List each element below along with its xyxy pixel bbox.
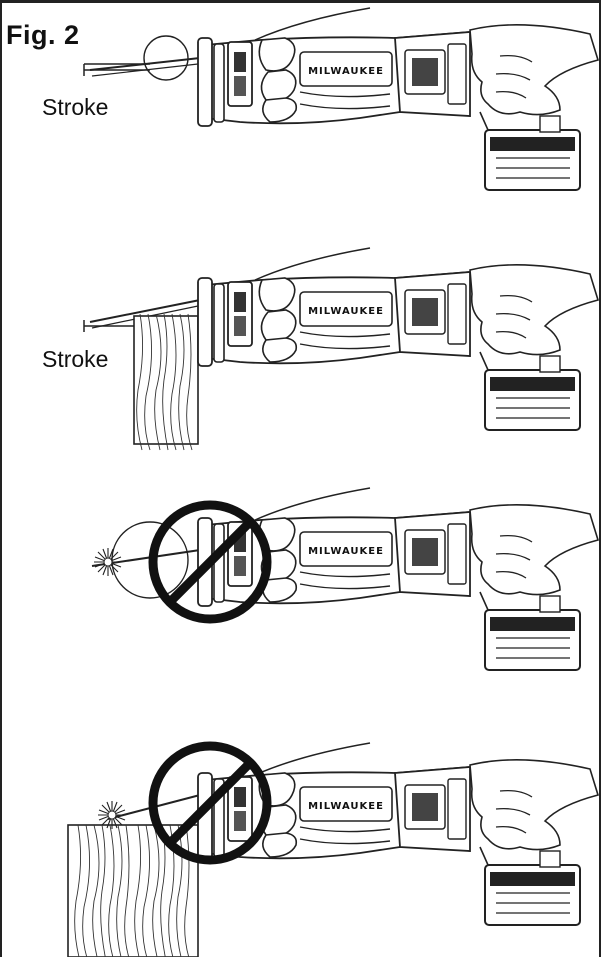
saw-blade-icon — [89, 299, 201, 323]
reciprocating-saw-icon — [197, 487, 599, 671]
reciprocating-saw-icon — [197, 247, 599, 431]
stroke-caption-2: Stroke — [42, 346, 109, 372]
panel-free-air-stroke — [83, 7, 599, 191]
panel-blade-tip-prohibited — [67, 735, 599, 957]
panel-free-air-prohibited — [91, 487, 599, 671]
wood-block-icon — [133, 315, 199, 445]
spark-icon — [97, 800, 127, 830]
reciprocating-saw-icon — [197, 7, 599, 191]
orbit-circle-icon — [143, 35, 189, 81]
stroke-caption-1: Stroke — [42, 94, 109, 120]
panel-shoe-against-wood — [83, 247, 599, 451]
spark-icon — [93, 547, 123, 577]
figure-label: Fig. 2 — [6, 20, 80, 50]
